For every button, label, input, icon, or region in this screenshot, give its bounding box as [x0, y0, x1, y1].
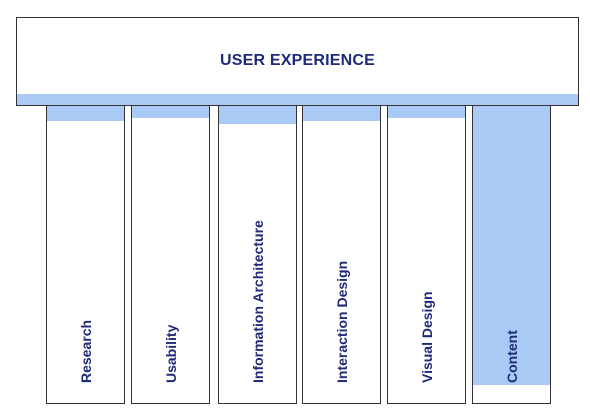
pillar-visual-design: Visual Design	[387, 106, 466, 404]
diagram-title: USER EXPERIENCE	[219, 52, 376, 69]
pillar-content: Content	[472, 106, 551, 404]
pillar-label: Research	[77, 319, 94, 383]
pillar-band	[388, 106, 465, 118]
pillar-label: Content	[503, 330, 520, 383]
pillar-usability: Usability	[131, 106, 210, 404]
pillar-research: Research	[46, 106, 125, 404]
pillar-band	[473, 106, 550, 385]
pillar-band	[47, 106, 124, 121]
pillar-information-architecture: Information Architecture	[218, 106, 297, 404]
pillar-interaction-design: Interaction Design	[302, 106, 381, 404]
pillar-label: Interaction Design	[333, 260, 350, 383]
pillar-label: Usability	[162, 324, 179, 383]
pillar-band	[219, 106, 296, 124]
pillar-band	[303, 106, 380, 121]
user-experience-box: USER EXPERIENCE	[16, 17, 579, 106]
header-highlight-band	[17, 94, 578, 105]
pillar-band	[132, 106, 209, 118]
pillar-label: Visual Design	[418, 291, 435, 383]
pillar-label: Information Architecture	[249, 220, 266, 383]
